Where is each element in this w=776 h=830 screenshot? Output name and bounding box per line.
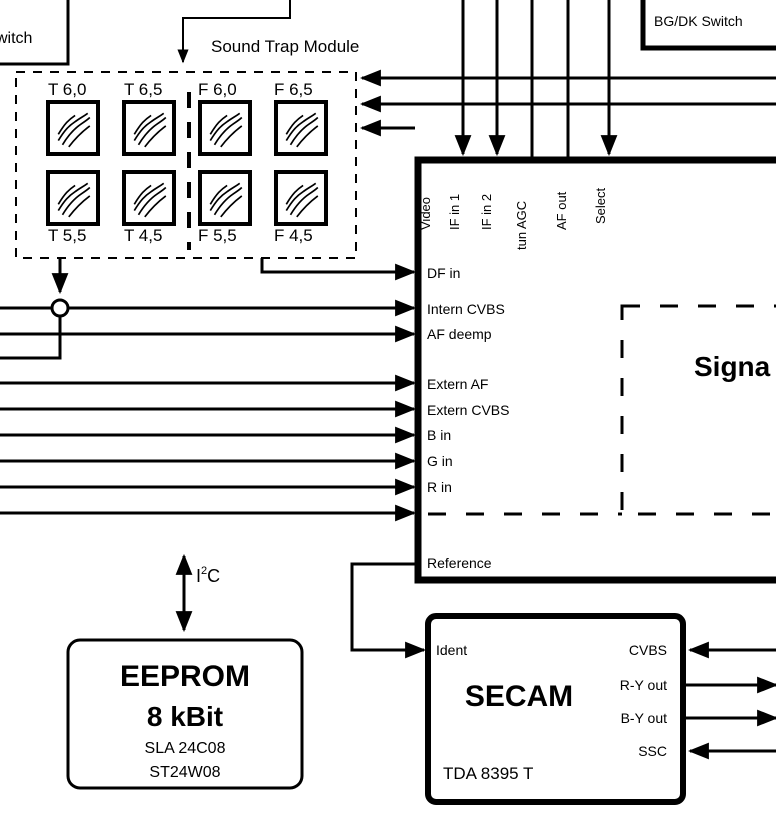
filter-f65 xyxy=(274,100,328,156)
secam-pin-ssc: SSC xyxy=(638,743,667,759)
pin-af-deemp: AF deemp xyxy=(427,326,492,342)
filter-t60 xyxy=(46,100,100,156)
secam-pin-ry: R-Y out xyxy=(620,677,667,693)
switch-box-label: witch xyxy=(0,30,32,47)
junction-node xyxy=(50,298,70,318)
pin-tun-agc: tun AGC xyxy=(514,201,529,250)
pin-if-in-1: IF in 1 xyxy=(447,194,462,230)
filter-t65 xyxy=(122,100,176,156)
sound-trap-title: Sound Trap Module xyxy=(211,37,359,56)
eeprom-block xyxy=(66,638,304,790)
pin-g-in: G in xyxy=(427,453,453,469)
pin-video: Video xyxy=(418,197,433,230)
line-df-in xyxy=(260,258,417,281)
pin-reference: Reference xyxy=(427,555,492,571)
filter-f60 xyxy=(198,100,252,156)
signal-processor-block xyxy=(414,156,776,584)
eeprom-size: 8 kBit xyxy=(147,701,223,732)
secam-title: SECAM xyxy=(465,680,573,713)
signal-inner-dashed xyxy=(620,304,776,516)
pin-b-in: B in xyxy=(427,427,451,443)
filter-label-f55: F 5,5 xyxy=(198,226,237,245)
eeprom-part2: ST24W08 xyxy=(149,764,220,781)
filter-label-t65: T 6,5 xyxy=(124,80,162,99)
filter-f55 xyxy=(198,170,252,226)
filter-f45 xyxy=(274,170,328,226)
filter-label-t45: T 4,5 xyxy=(124,226,162,245)
pin-if-in-2: IF in 2 xyxy=(479,194,494,230)
switch-box: witch xyxy=(0,0,70,66)
filter-label-f65: F 6,5 xyxy=(274,80,313,99)
pin-extern-af: Extern AF xyxy=(427,376,488,392)
secam-part: TDA 8395 T xyxy=(443,764,533,783)
sound-trap-module xyxy=(15,71,357,259)
secam-block xyxy=(425,613,686,805)
line-reference-ident xyxy=(350,562,427,659)
bgdk-switch-box: BG/DK Switch xyxy=(640,0,776,51)
secam-pin-ident: Ident xyxy=(436,642,467,658)
pin-af-out: AF out xyxy=(554,191,569,230)
filter-t55 xyxy=(46,170,100,226)
bgdk-switch-label: BG/DK Switch xyxy=(654,13,743,29)
secam-pin-cvbs: CVBS xyxy=(629,642,667,658)
pin-intern-cvbs: Intern CVBS xyxy=(427,301,505,317)
eeprom-title: EEPROM xyxy=(120,660,250,693)
pin-r-in: R in xyxy=(427,479,452,495)
pin-df-in: DF in xyxy=(427,265,460,281)
filter-label-t55: T 5,5 xyxy=(48,226,86,245)
signal-block-title: Signa xyxy=(694,351,771,382)
pin-extern-cvbs: Extern CVBS xyxy=(427,402,509,418)
i2c-label: I2C xyxy=(196,565,220,586)
eeprom-part1: SLA 24C08 xyxy=(145,740,226,757)
secam-pin-by: B-Y out xyxy=(621,710,668,726)
pin-select: Select xyxy=(593,187,608,224)
filter-label-t60: T 6,0 xyxy=(48,80,86,99)
line-af-deemp-loop xyxy=(0,316,62,360)
filter-label-f45: F 4,5 xyxy=(274,226,313,245)
filter-t45 xyxy=(122,170,176,226)
switch-to-soundtrap-line xyxy=(177,0,291,64)
filter-label-f60: F 6,0 xyxy=(198,80,237,99)
